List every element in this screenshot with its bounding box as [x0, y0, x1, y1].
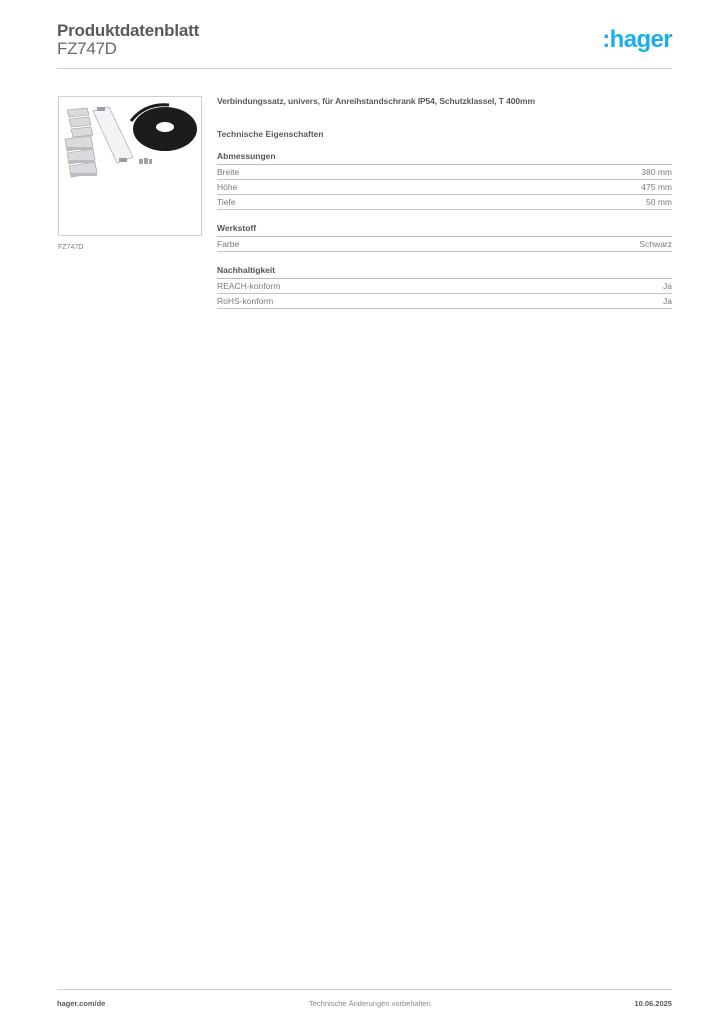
product-image-icon: [64, 103, 197, 178]
property-value: Ja: [663, 296, 672, 306]
image-caption: FZ747D: [58, 244, 84, 251]
property-row: REACH-konform Ja: [217, 279, 672, 294]
property-value: 380 mm: [641, 167, 672, 177]
header-divider: [57, 68, 672, 69]
disclaimer: Technische Änderungen vorbehalten: [309, 999, 431, 1008]
property-label: Höhe: [217, 182, 238, 192]
group-werkstoff: Werkstoff Farbe Schwarz: [217, 223, 672, 252]
property-label: Farbe: [217, 239, 240, 249]
property-value: 475 mm: [641, 182, 672, 192]
product-description: Verbindungssatz, univers, für Anreihstan…: [217, 96, 535, 106]
property-value: 50 mm: [646, 197, 672, 207]
property-label: REACH-konform: [217, 281, 281, 291]
property-row: RoHS-konform Ja: [217, 294, 672, 309]
website-link[interactable]: hager.com/de: [57, 999, 106, 1008]
hager-logo: :hager: [602, 26, 672, 53]
property-row: Höhe 475 mm: [217, 180, 672, 195]
property-label: RoHS-konform: [217, 296, 274, 306]
technical-properties-title: Technische Eigenschaften: [217, 129, 324, 139]
group-nachhaltigkeit: Nachhaltigkeit REACH-konform Ja RoHS-kon…: [217, 265, 672, 309]
product-code: FZ747D: [57, 39, 117, 58]
group-title: Nachhaltigkeit: [217, 265, 672, 279]
property-value: Ja: [663, 281, 672, 291]
page-header: Produktdatenblatt FZ747D :hager: [57, 21, 673, 58]
property-row: Breite 380 mm: [217, 165, 672, 180]
property-row: Farbe Schwarz: [217, 237, 672, 252]
group-abmessungen: Abmessungen Breite 380 mm Höhe 475 mm Ti…: [217, 151, 672, 210]
property-row: Tiefe 50 mm: [217, 195, 672, 210]
group-title: Abmessungen: [217, 151, 672, 165]
document-date: 10.06.2025: [634, 999, 672, 1008]
footer-divider: [57, 989, 672, 990]
product-image: [58, 96, 202, 236]
product-details: Verbindungssatz, univers, für Anreihstan…: [217, 96, 672, 309]
page-footer: hager.com/de Technische Änderungen vorbe…: [57, 999, 672, 1008]
property-label: Tiefe: [217, 197, 236, 207]
property-value: Schwarz: [639, 239, 672, 249]
page-title: Produktdatenblatt: [57, 21, 200, 40]
group-title: Werkstoff: [217, 223, 672, 237]
property-label: Breite: [217, 167, 240, 177]
